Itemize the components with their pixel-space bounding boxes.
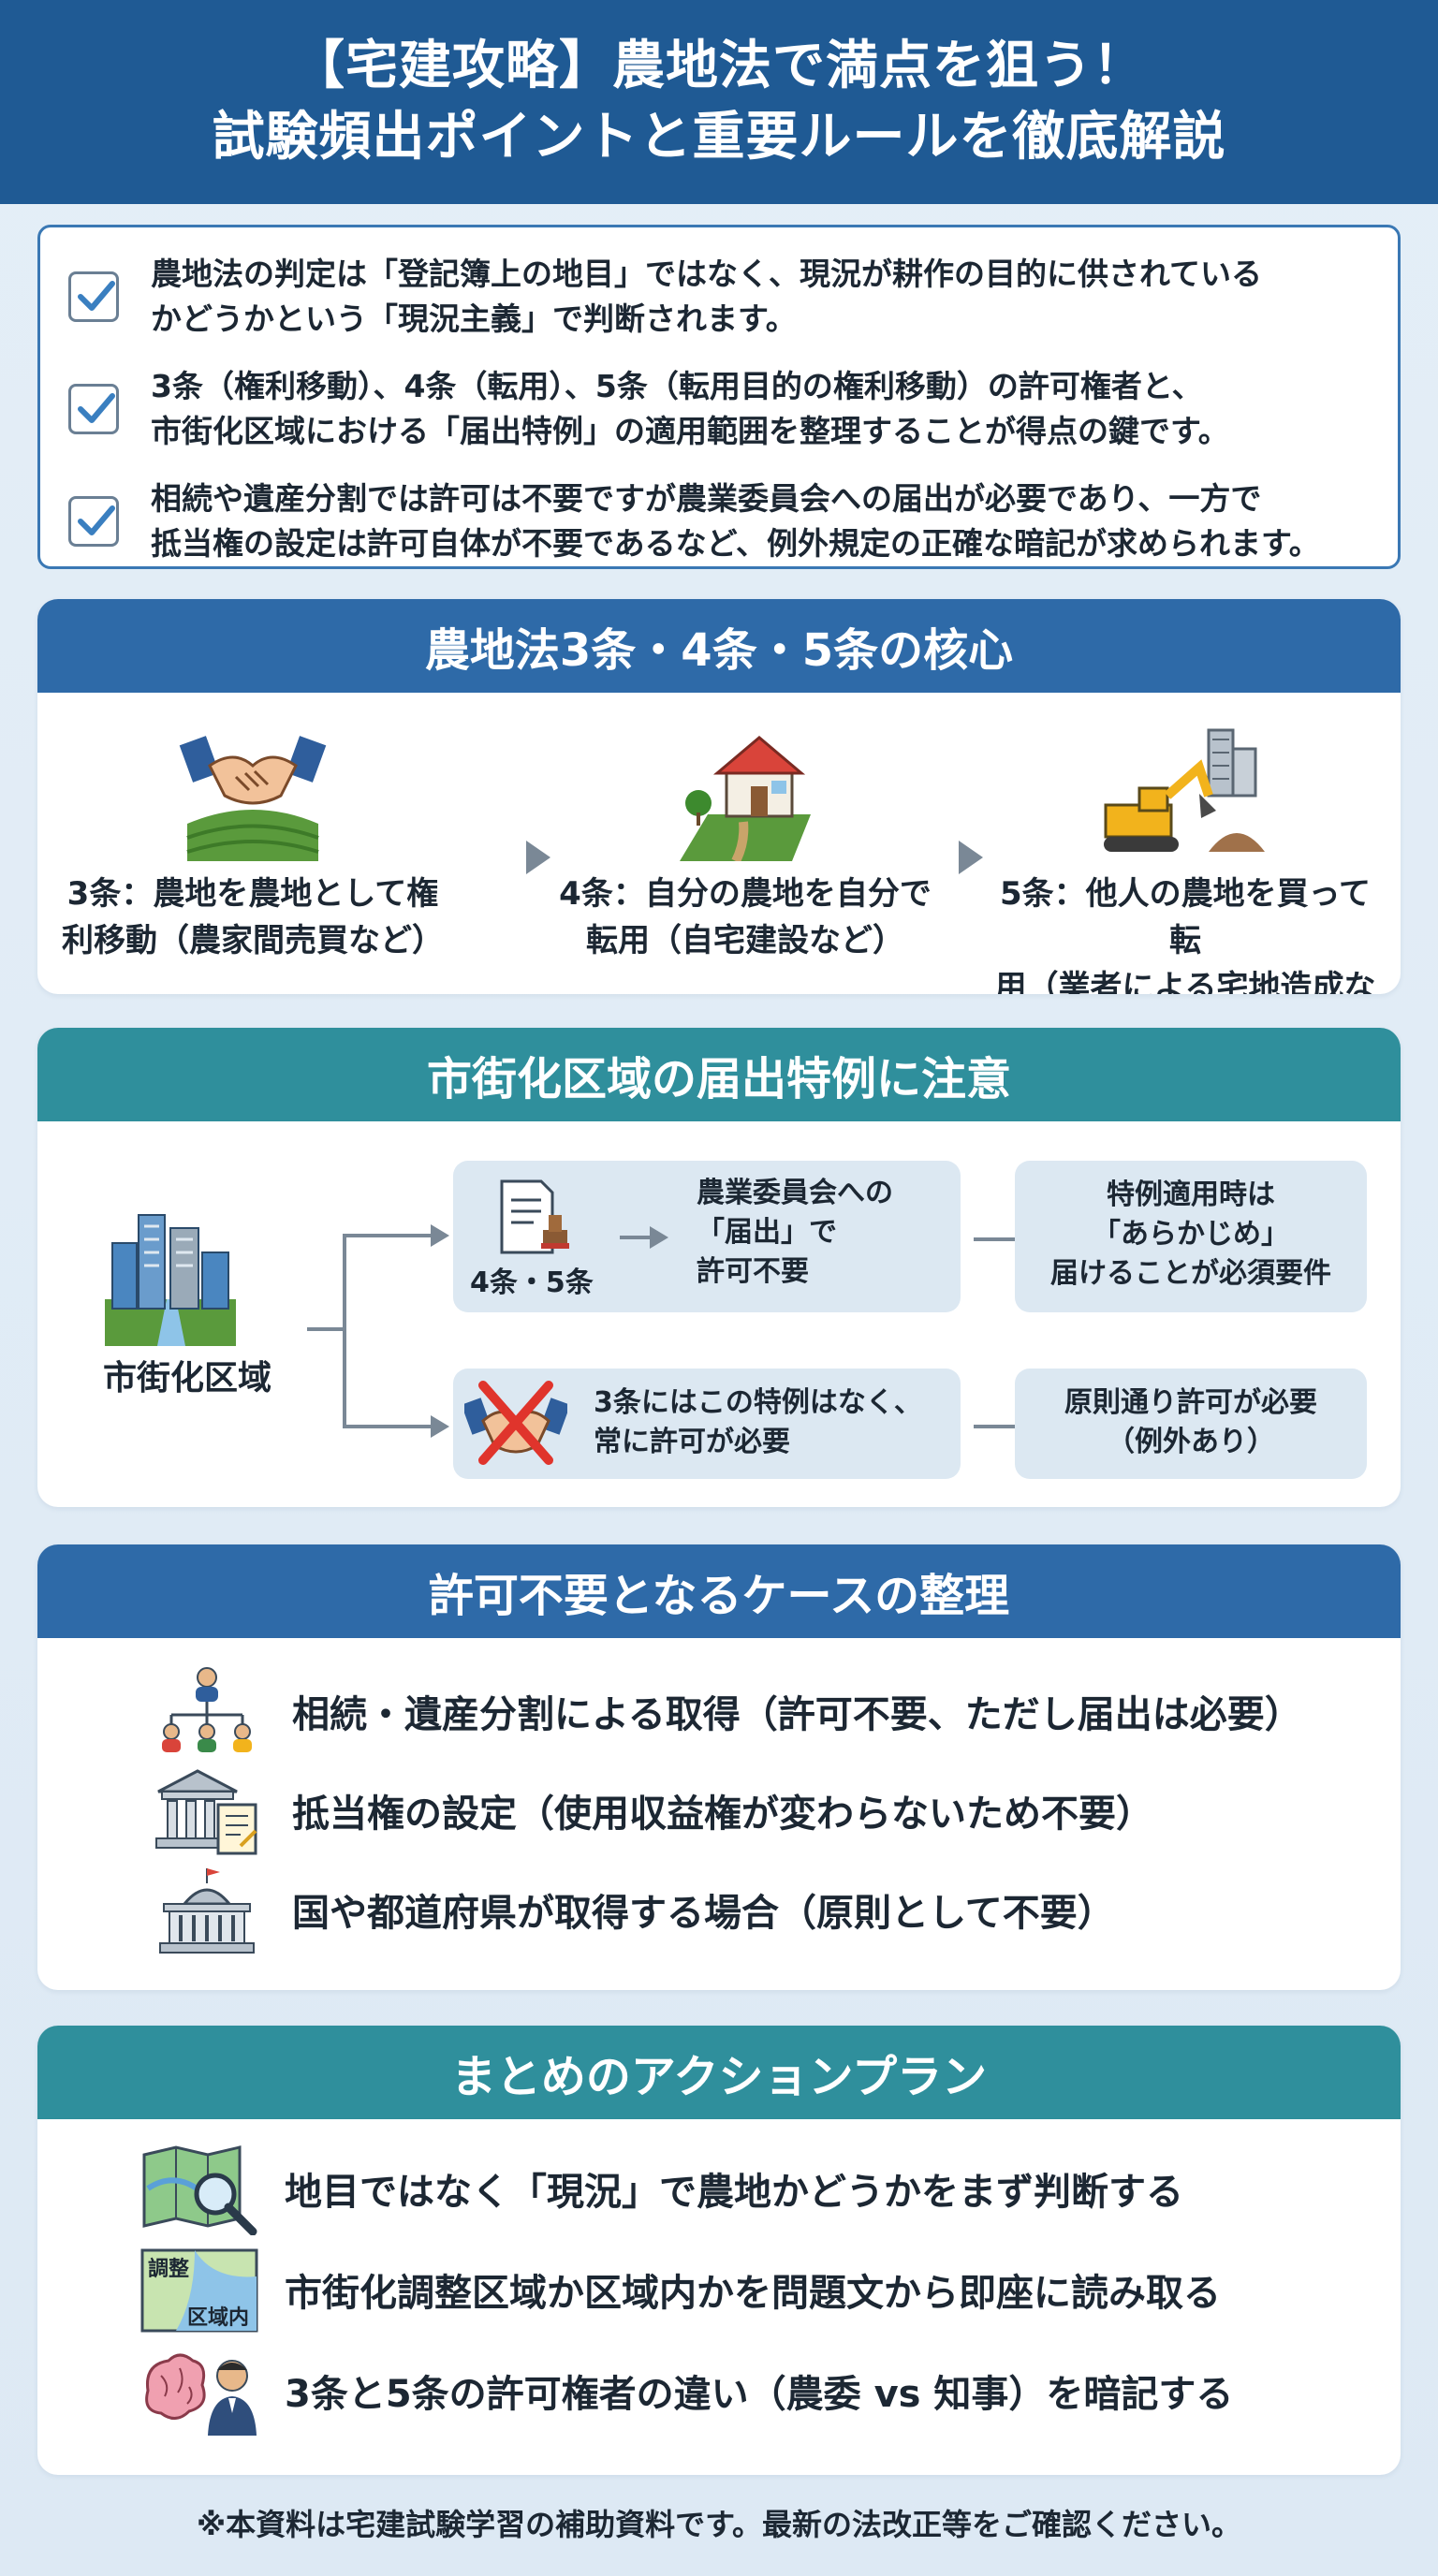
house-field-icon bbox=[549, 721, 942, 861]
section-urbanization-exception: 市街化区域の届出特例に注意 市街化区域 bbox=[37, 1028, 1401, 1507]
requirement-box: 特例適用時は 「あらかじめ」 届けることが必須要件 bbox=[1015, 1161, 1367, 1312]
article-3-caption: 3条：農地を農地として権利移動（農家間売買など） bbox=[62, 875, 444, 959]
handshake-field-icon bbox=[56, 721, 449, 861]
section-title: 市街化区域の届出特例に注意 bbox=[37, 1028, 1401, 1121]
zone-label: 区域内 bbox=[187, 2306, 250, 2330]
notification-box: 4条・5条 農業委員会への 「届出」で 許可不要 bbox=[453, 1161, 961, 1312]
arrow-right-icon bbox=[959, 841, 983, 874]
list-item: 相続・遺産分割による取得（許可不要、ただし届出は必要） bbox=[146, 1664, 1302, 1758]
action-text: 市街化調整区域か区域内かを問題文から即座に読み取る bbox=[285, 2272, 1221, 2315]
article-3-item: 3条：農地を農地として権利移動（農家間売買など） bbox=[56, 721, 449, 964]
rule-box: 原則通り許可が必要 （例外あり） bbox=[1015, 1368, 1367, 1479]
government-building-icon bbox=[146, 1863, 268, 1956]
zone-label: 調整 bbox=[148, 2258, 190, 2281]
connector-line bbox=[343, 1425, 440, 1428]
article-4-item: 4条：自分の農地を自分で転用（自宅建設など） bbox=[549, 721, 942, 964]
list-item: 抵当権の設定（使用収益権が変わらないため不要） bbox=[146, 1764, 1153, 1857]
rule-text: 原則通り許可が必要 （例外あり） bbox=[1064, 1386, 1317, 1458]
page-title-line1: 【宅建攻略】農地法で満点を狙う！ bbox=[292, 36, 1146, 96]
section-title: 許可不要となるケースの整理 bbox=[37, 1544, 1401, 1638]
list-item: 3条と5条の許可権者の違い（農委 vs 知事）を暗記する bbox=[139, 2344, 1233, 2437]
case-text: 抵当権の設定（使用収益権が変わらないため不要） bbox=[292, 1793, 1153, 1836]
connector-line bbox=[343, 1234, 440, 1237]
case-text: 国や都道府県が取得する場合（原則として不要） bbox=[292, 1892, 1115, 1935]
checkbox-icon bbox=[68, 496, 119, 547]
connector-line bbox=[620, 1236, 653, 1239]
summary-box: 農地法の判定は「登記簿上の地目」ではなく、現況が耕作の目的に供されているかどうか… bbox=[37, 225, 1401, 569]
summary-item: 農地法の判定は「登記簿上の地目」ではなく、現況が耕作の目的に供されているかどうか… bbox=[68, 252, 1370, 342]
bank-document-icon bbox=[146, 1764, 268, 1857]
action-text: 地目ではなく「現況」で農地かどうかをまず判断する bbox=[285, 2171, 1183, 2214]
connector-line bbox=[307, 1327, 345, 1331]
summary-item: 3条（権利移動）、4条（転用）、5条（転用目的の権利移動）の許可権者と、市街化区… bbox=[68, 364, 1370, 454]
section-no-permit-cases: 許可不要となるケースの整理 相続・遺産分割による取得（許可不要、ただし届出は必要… bbox=[37, 1544, 1401, 1990]
brain-official-icon bbox=[139, 2344, 260, 2437]
case-text: 相続・遺産分割による取得（許可不要、ただし届出は必要） bbox=[292, 1693, 1302, 1736]
section-action-plan: まとめのアクションプラン 地目ではなく「現況」で農地かどうかをまず判断する bbox=[37, 2026, 1401, 2475]
arrow-right-icon bbox=[526, 841, 550, 874]
arrow-right-icon bbox=[650, 1226, 668, 1249]
prohibited-handshake-icon bbox=[461, 1376, 571, 1470]
section-title: 農地法3条・4条・5条の核心 bbox=[37, 599, 1401, 693]
article-4-caption: 4条：自分の農地を自分で転用（自宅建設など） bbox=[559, 875, 932, 959]
article3-text: 3条にはこの特例はなく、 常に許可が必要 bbox=[594, 1386, 922, 1458]
section-title: まとめのアクションプラン bbox=[37, 2026, 1401, 2119]
document-stamp-icon bbox=[492, 1178, 577, 1262]
city-icon bbox=[105, 1206, 236, 1346]
list-item: 国や都道府県が取得する場合（原則として不要） bbox=[146, 1863, 1115, 1956]
action-text: 3条と5条の許可権者の違い（農委 vs 知事）を暗記する bbox=[285, 2373, 1234, 2416]
connector-line bbox=[974, 1425, 1039, 1428]
checkbox-icon bbox=[68, 384, 119, 434]
page-title-line2: 試験頻出ポイントと重要ルールを徹底解説 bbox=[212, 107, 1226, 168]
summary-text: 3条（権利移動）、4条（転用）、5条（転用目的の権利移動）の許可権者と、市街化区… bbox=[151, 368, 1229, 449]
doc-label: 4条・5条 bbox=[470, 1266, 594, 1299]
article3-box: 3条にはこの特例はなく、 常に許可が必要 bbox=[453, 1368, 961, 1479]
footer-note: ※本資料は宅建試験学習の補助資料です。最新の法改正等をご確認ください。 bbox=[197, 2507, 1241, 2542]
excavator-building-icon bbox=[989, 721, 1382, 861]
map-magnifier-icon bbox=[139, 2142, 260, 2235]
family-tree-icon bbox=[146, 1664, 268, 1758]
summary-text: 相続や遺産分割では許可は不要ですが農業委員会への届出が必要であり、一方で抵当権の… bbox=[151, 480, 1320, 562]
area-label: 市街化区域 bbox=[103, 1359, 272, 1398]
notify-text: 農業委員会への 「届出」で 許可不要 bbox=[697, 1177, 893, 1288]
summary-item: 相続や遺産分割では許可は不要ですが農業委員会への届出が必要であり、一方で抵当権の… bbox=[68, 476, 1370, 566]
connector-line bbox=[974, 1237, 1039, 1241]
list-item: 調整 区域内 市街化調整区域か区域内かを問題文から即座に読み取る bbox=[139, 2243, 1221, 2336]
page-header: 【宅建攻略】農地法で満点を狙う！ 試験頻出ポイントと重要ルールを徹底解説 bbox=[0, 0, 1438, 204]
arrow-right-icon bbox=[431, 1224, 449, 1247]
section-articles: 農地法3条・4条・5条の核心 3条：農地を農地として権利移動（農家間売買など） bbox=[37, 599, 1401, 994]
requirement-text: 特例適用時は 「あらかじめ」 届けることが必須要件 bbox=[1050, 1178, 1331, 1290]
list-item: 地目ではなく「現況」で農地かどうかをまず判断する bbox=[139, 2142, 1183, 2235]
connector-line bbox=[343, 1234, 346, 1427]
summary-text: 農地法の判定は「登記簿上の地目」ではなく、現況が耕作の目的に供されているかどうか… bbox=[151, 256, 1263, 337]
zone-map-icon: 調整 区域内 bbox=[139, 2243, 260, 2336]
arrow-right-icon bbox=[431, 1415, 449, 1438]
checkbox-icon bbox=[68, 271, 119, 322]
